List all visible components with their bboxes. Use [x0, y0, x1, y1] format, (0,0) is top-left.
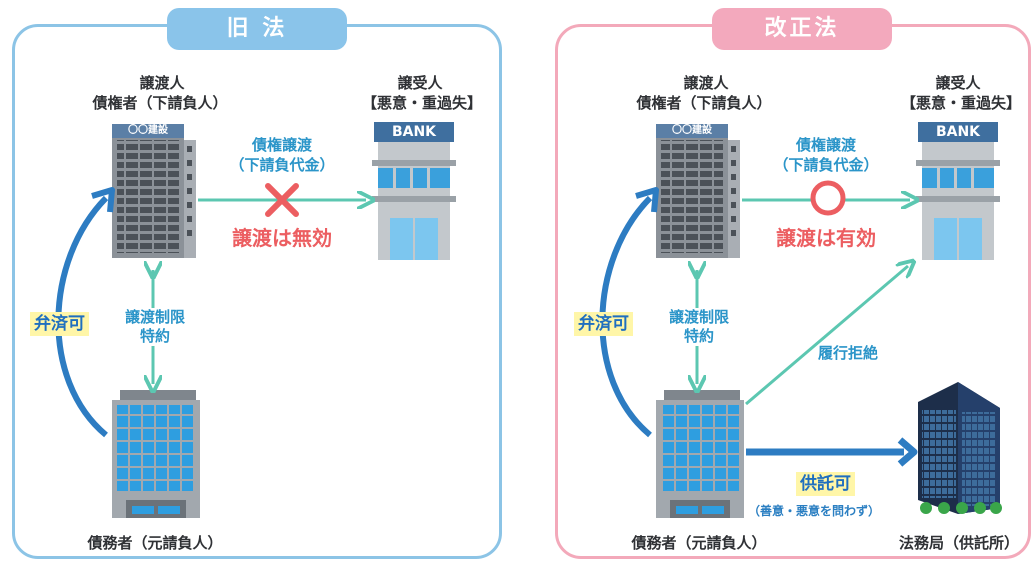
deposit-note: （善意・悪意を問わず） — [748, 504, 881, 518]
assignee-role-label-new: 譲受人 — [935, 74, 981, 92]
legal-bureau-building-icon — [918, 382, 1002, 514]
transfer-result-invalid: 譲渡は無効 — [232, 226, 332, 250]
offset-tag-new: 弁済可 — [574, 312, 633, 336]
valid-circle-icon — [810, 180, 846, 216]
bank-sign-new: BANK — [935, 124, 981, 140]
transfer-label-2-new: （下請負代金） — [773, 156, 879, 174]
old-law-panel — [12, 24, 502, 559]
debtor-label: 債務者（元請負人） — [87, 534, 223, 552]
restriction-label-1: 譲渡制限 — [110, 308, 200, 327]
assignor-name-label: 債権者（下請負人） — [92, 94, 228, 112]
transfer-label-1: 債権譲渡 — [251, 136, 312, 154]
restriction-label-1-new: 譲渡制限 — [654, 308, 744, 327]
transfer-label-2: （下請負代金） — [229, 156, 335, 174]
assignee-role-label: 譲受人 — [397, 74, 443, 92]
bureau-label: 法務局（供託所） — [898, 534, 1019, 552]
assignor-role-label-new: 譲渡人 — [683, 74, 729, 92]
restriction-label-2: 特約 — [110, 327, 200, 346]
company-building-icon — [112, 124, 196, 258]
assignee-note-label-new: 【悪意・重過失】 — [900, 94, 1021, 112]
company-sign: 〇〇建設 — [128, 125, 168, 136]
bank-sign: BANK — [391, 124, 437, 140]
new-law-title: 改正法 — [712, 8, 892, 50]
deposit-tag: 供託可 — [796, 472, 855, 496]
company-sign-new: 〇〇建設 — [672, 125, 712, 136]
assignor-name-label-new: 債権者（下請負人） — [636, 94, 772, 112]
invalid-x-icon — [265, 183, 299, 217]
assignor-role-label: 譲渡人 — [139, 74, 185, 92]
debtor-building-icon-new — [656, 390, 744, 518]
refuse-label: 履行拒絶 — [817, 344, 878, 362]
assignee-note-label: 【悪意・重過失】 — [361, 94, 482, 112]
transfer-result-valid: 譲渡は有効 — [776, 226, 876, 250]
debtor-building-icon — [112, 390, 200, 518]
offset-tag: 弁済可 — [30, 312, 89, 336]
bank-building-icon — [372, 122, 456, 260]
debtor-label-new: 債務者（元請負人） — [631, 534, 767, 552]
restriction-label-2-new: 特約 — [654, 327, 744, 346]
old-law-title: 旧 法 — [167, 8, 347, 50]
refusal-arrow — [745, 266, 908, 406]
bank-building-icon-new — [916, 122, 1000, 260]
transfer-label-1-new: 債権譲渡 — [795, 136, 856, 154]
company-building-icon-new — [656, 124, 740, 258]
